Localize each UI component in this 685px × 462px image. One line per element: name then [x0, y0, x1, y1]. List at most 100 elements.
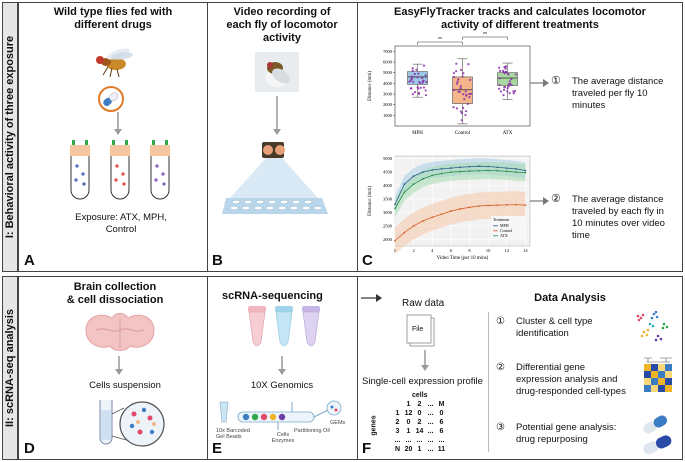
boxplot-point	[514, 73, 517, 76]
boxplot-point	[499, 90, 503, 93]
linechart-point	[468, 206, 471, 209]
boxplot-point	[422, 64, 426, 67]
boxplot-point	[421, 80, 424, 83]
matrix-cell: 1	[406, 428, 411, 435]
matrix-cell: ...	[427, 410, 434, 417]
linechart-point	[496, 204, 499, 207]
section1-frame	[18, 2, 683, 272]
note2-text: The average distance traveled by each fl…	[572, 194, 665, 241]
boxplot-point	[452, 88, 455, 92]
panelC-title: EasyFlyTracker tracks and calculates loc…	[394, 6, 646, 31]
fly-vials	[70, 140, 170, 200]
boxplot-point	[417, 87, 420, 90]
file-icon	[406, 314, 435, 347]
matrix-cell: ...	[416, 437, 423, 444]
section2-frame	[18, 276, 683, 460]
boxplot-point	[424, 89, 427, 92]
microfluidic-diagram	[219, 400, 342, 430]
label-partitioning-oil: Partitioning Oil	[294, 428, 330, 434]
boxplot-xtick-label: Control	[455, 131, 471, 136]
boxplot-point	[505, 71, 508, 74]
linechart-point	[505, 170, 508, 173]
boxplot-sig-label: **	[483, 32, 487, 38]
boxplot-point	[506, 72, 510, 76]
item3-text: Potential gene analysis:drug repurposing	[516, 422, 617, 445]
boxplot-point	[453, 75, 456, 79]
boxplot-point	[502, 94, 505, 97]
linechart-point	[515, 203, 517, 206]
panelE-letter: E	[212, 440, 223, 457]
boxplot-point	[469, 92, 473, 95]
linechart-ytick-label: 4000	[383, 183, 393, 188]
linechart-point	[515, 171, 517, 174]
boxplot-box-control	[452, 76, 473, 104]
panelA-letter: A	[24, 252, 35, 269]
label-gems: GEMs	[330, 420, 346, 426]
matrix-cell: 0	[417, 410, 422, 417]
linechart-point	[459, 166, 462, 169]
boxplot-point	[417, 72, 420, 75]
matrix-header-cell: 1	[406, 401, 411, 408]
boxplot-point	[512, 90, 515, 93]
boxplot-point	[455, 107, 458, 110]
matrix-header-cell: ...	[427, 401, 434, 408]
linechart-ytick-label: 4500	[383, 170, 393, 175]
boxplot-point	[460, 119, 463, 122]
boxplot-point	[512, 92, 515, 95]
linechart-point	[459, 208, 462, 210]
linechart-legend-label: MPH	[500, 223, 509, 228]
boxplot-sig-bracket	[462, 36, 508, 40]
boxplot-point	[464, 110, 468, 113]
matrix-cell: 11	[437, 446, 446, 453]
linechart-point	[412, 183, 415, 186]
linechart-point	[431, 169, 434, 171]
boxplot-point	[460, 112, 464, 115]
linechart-point	[477, 205, 480, 207]
matrix-cell: 0	[406, 419, 411, 426]
boxplot-point	[465, 93, 468, 96]
linechart-band-atx	[395, 161, 526, 217]
boxplot-point	[424, 94, 428, 97]
linechart-point	[394, 207, 396, 210]
linechart-point	[403, 191, 406, 194]
cell-tube-icon	[99, 400, 165, 447]
note1-text: The average distance traveled per fly 10…	[572, 76, 664, 111]
matrix-cell: 14	[415, 428, 424, 435]
matrix-cell: 6	[439, 419, 444, 426]
linechart-ytick-label: 3500	[383, 196, 393, 201]
section1-title: I: Behavioral activity of three exposure	[4, 35, 16, 239]
linechart-point	[449, 171, 452, 174]
boxplot-point	[408, 80, 411, 83]
boxplot-point	[466, 102, 469, 106]
linechart-chart: 500045004000350030002500200002468101214D…	[368, 155, 531, 261]
linechart-point	[524, 204, 527, 207]
boxplot-point	[411, 69, 414, 72]
boxplot-sig-bracket	[417, 41, 463, 45]
boxplot-ytick-label: 2000	[383, 102, 393, 107]
brain-icon	[85, 313, 155, 351]
cluster-umap-icon	[636, 310, 669, 342]
linechart-point	[505, 203, 508, 206]
fly-icon	[96, 48, 133, 78]
boxplot-point	[468, 96, 471, 99]
linechart-point	[440, 213, 443, 216]
matrix-cell: ...	[427, 419, 434, 426]
linechart-legend-title: Treatment	[493, 217, 510, 222]
heatmap-icon	[644, 357, 672, 392]
boxplot-point	[410, 78, 413, 81]
boxplot-point	[463, 98, 466, 101]
linechart-point	[477, 169, 480, 172]
boxplot-point	[456, 80, 459, 83]
linechart-legend-label: Control	[500, 228, 513, 233]
arrow-d	[115, 356, 123, 375]
drug-capsule-icon	[98, 86, 124, 112]
matrix-header-cell: 2	[417, 401, 422, 408]
boxplot-point	[461, 75, 464, 78]
linechart-point	[449, 167, 452, 169]
fly-photo-icon	[255, 52, 299, 92]
matrix-cell: 20	[404, 446, 413, 453]
linechart-xtick-label: 10	[486, 248, 491, 253]
linechart-band-control	[395, 191, 526, 255]
matrix-cell: 0	[439, 410, 444, 417]
